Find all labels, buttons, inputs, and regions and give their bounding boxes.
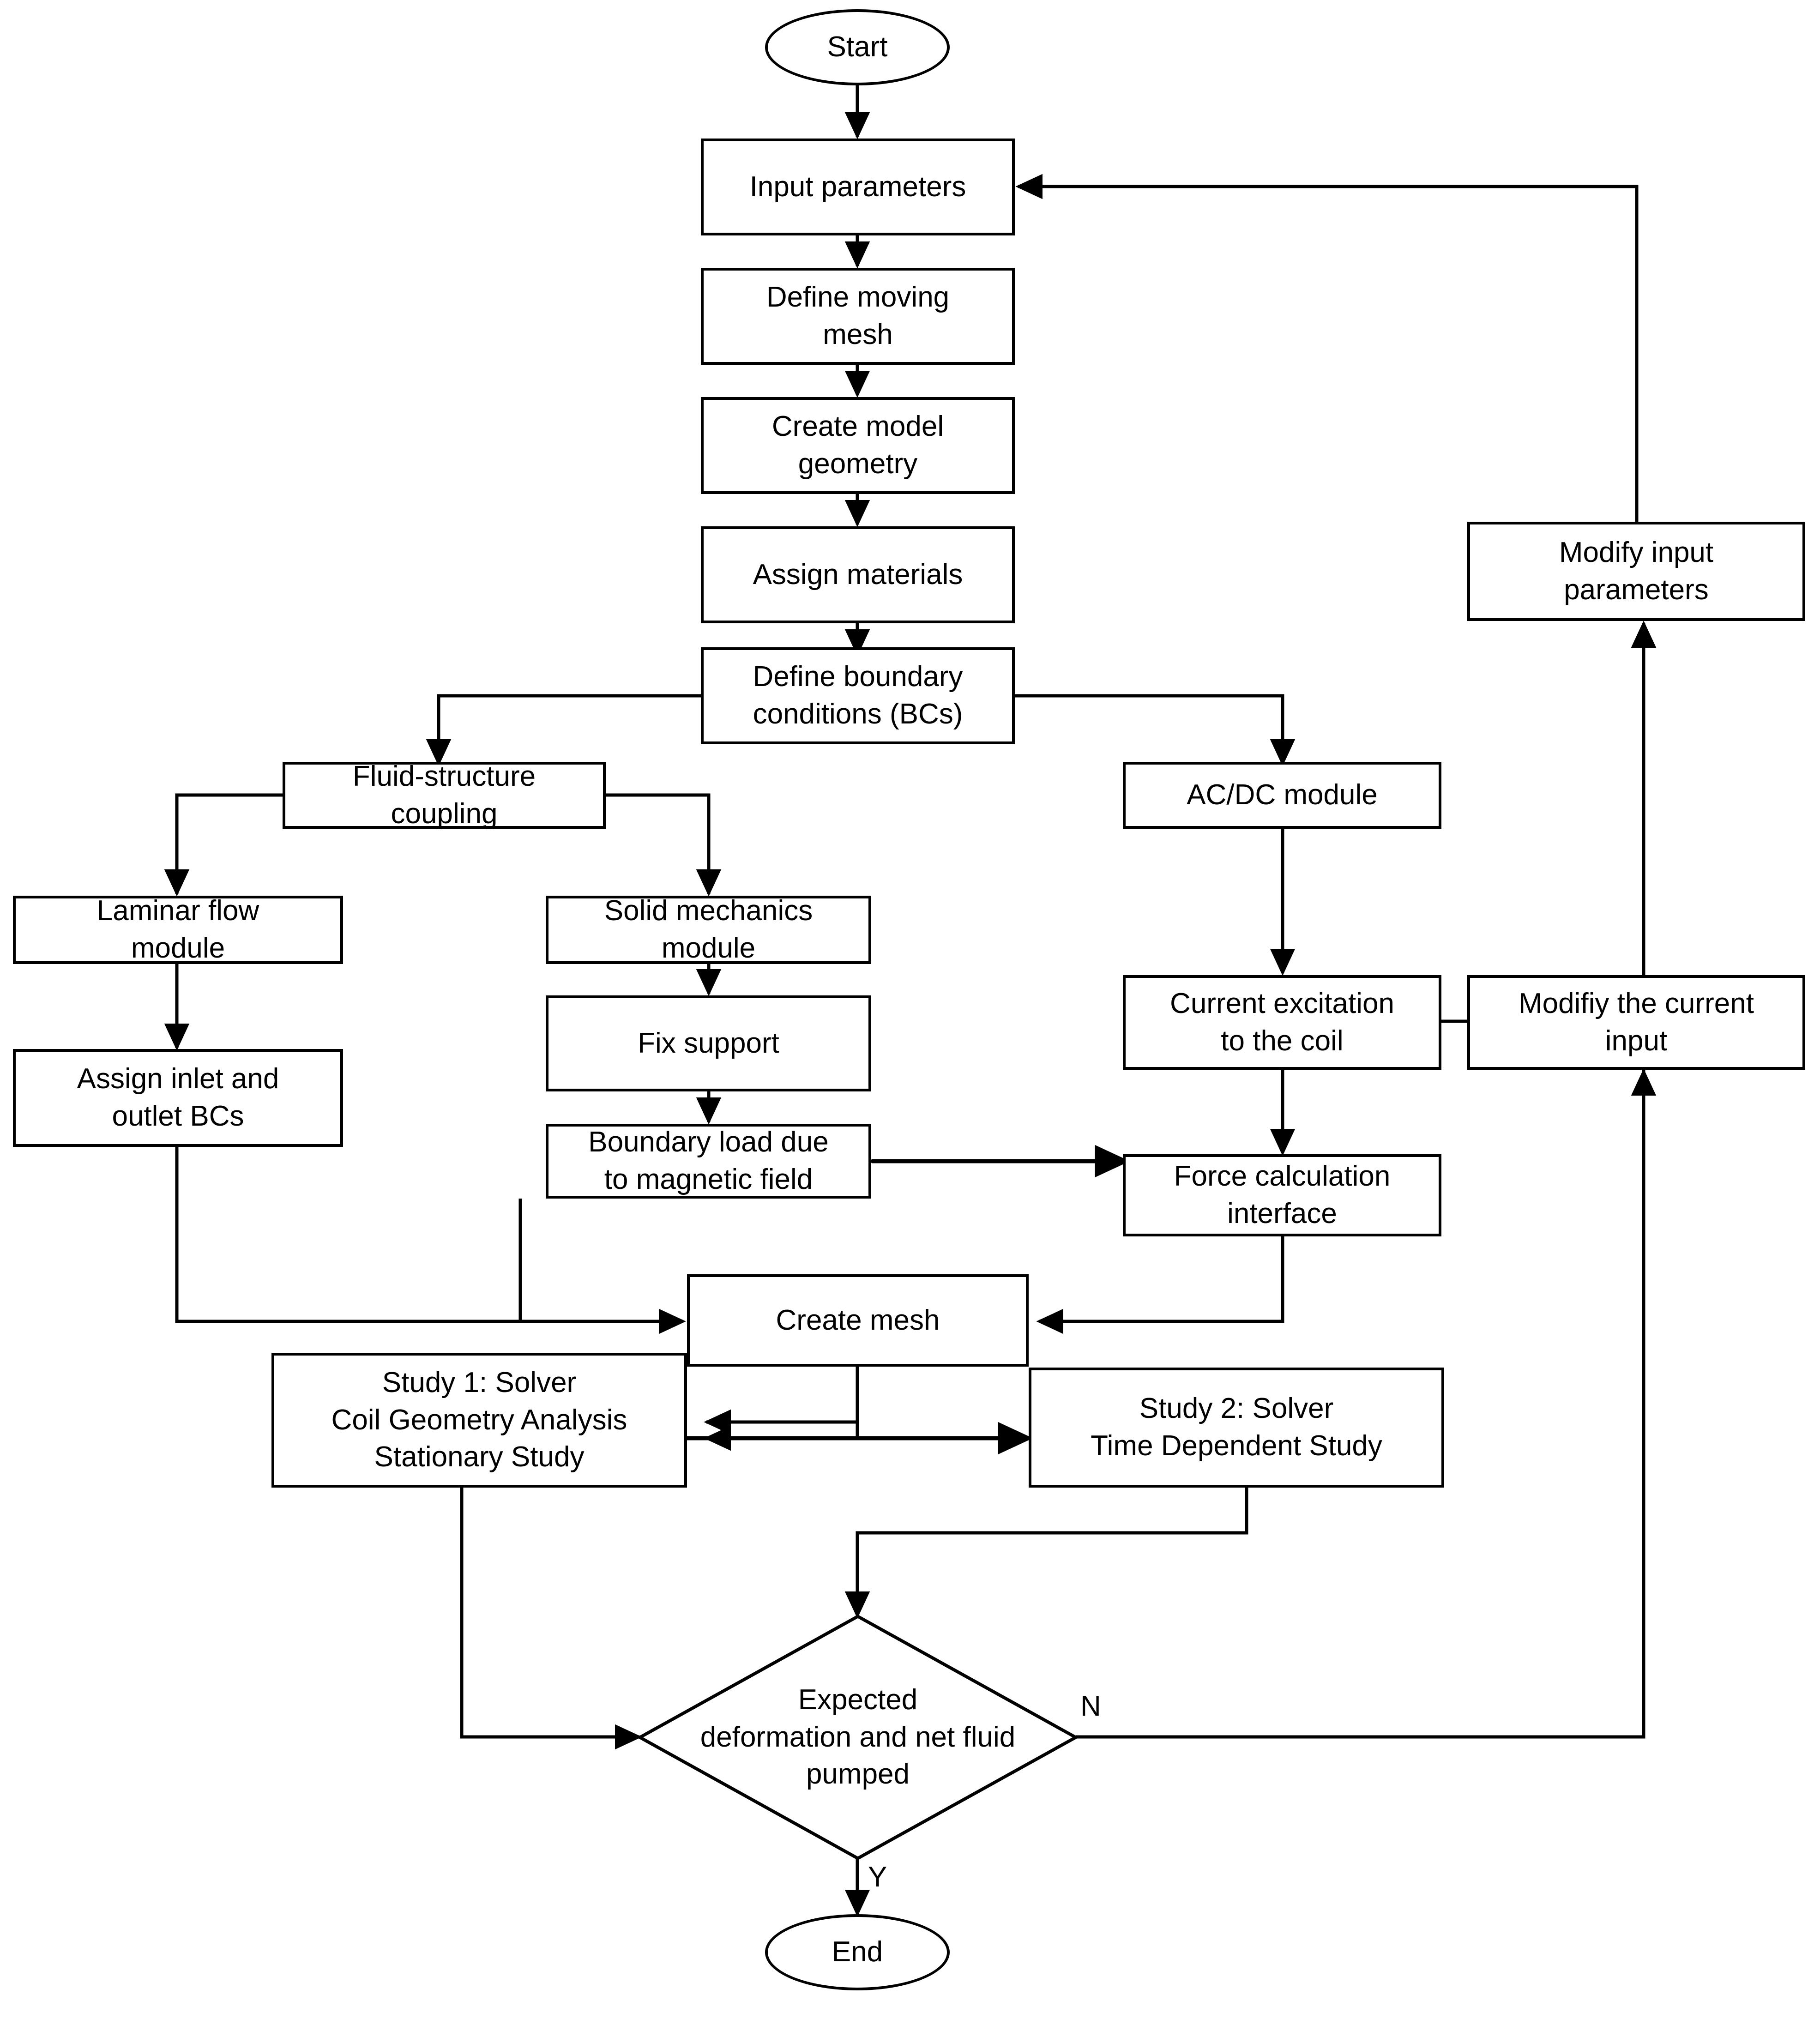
node-acdc-module-label: AC/DC module — [1187, 779, 1378, 811]
node-laminar-flow-module-label: Laminar flow module — [96, 895, 259, 964]
decision-diamond-shape — [636, 1614, 1079, 1861]
node-end[interactable]: End — [765, 1914, 950, 1990]
node-define-boundary-conditions[interactable]: Define boundary conditions (BCs) — [701, 647, 1015, 744]
node-define-moving-mesh[interactable]: Define moving mesh — [701, 268, 1015, 365]
edge-label-yes: Y — [868, 1861, 887, 1893]
node-fix-support-label: Fix support — [638, 1027, 779, 1059]
node-start[interactable]: Start — [765, 9, 950, 85]
node-acdc-module[interactable]: AC/DC module — [1123, 762, 1441, 829]
node-solid-mechanics-module-label: Solid mechanics module — [604, 895, 813, 964]
node-define-boundary-conditions-label: Define boundary conditions (BCs) — [753, 661, 963, 730]
node-fluid-structure-coupling-label: Fluid-structure coupling — [352, 760, 536, 830]
node-current-excitation[interactable]: Current excitation to the coil — [1123, 975, 1441, 1070]
node-define-moving-mesh-label: Define moving mesh — [766, 281, 950, 350]
node-start-label: Start — [827, 31, 888, 63]
node-create-model-geometry[interactable]: Create model geometry — [701, 397, 1015, 494]
node-fluid-structure-coupling[interactable]: Fluid-structure coupling — [283, 760, 606, 830]
node-assign-inlet-outlet-bcs[interactable]: Assign inlet and outlet BCs — [13, 1049, 343, 1147]
node-create-mesh[interactable]: Create mesh — [687, 1274, 1029, 1367]
node-create-mesh-label: Create mesh — [776, 1304, 940, 1336]
node-create-model-geometry-label: Create model geometry — [771, 410, 944, 480]
node-solid-mechanics-module[interactable]: Solid mechanics module — [546, 895, 871, 964]
node-decision-label: Expected deformation and net fluid pumpe… — [700, 1684, 1016, 1790]
node-assign-inlet-outlet-bcs-label: Assign inlet and outlet BCs — [77, 1063, 279, 1132]
node-study-2[interactable]: Study 2: Solver Time Dependent Study — [1029, 1368, 1444, 1488]
node-boundary-load[interactable]: Boundary load due to magnetic field — [546, 1124, 871, 1199]
node-laminar-flow-module[interactable]: Laminar flow module — [13, 895, 343, 964]
node-study-1[interactable]: Study 1: Solver Coil Geometry Analysis S… — [271, 1353, 687, 1488]
node-modify-input-parameters[interactable]: Modify input parameters — [1467, 522, 1805, 621]
node-current-excitation-label: Current excitation to the coil — [1170, 987, 1394, 1057]
node-force-calculation[interactable]: Force calculation interface — [1123, 1154, 1441, 1236]
node-input-parameters-label: Input parameters — [749, 170, 966, 203]
node-modify-input-parameters-label: Modify input parameters — [1559, 536, 1714, 606]
node-end-label: End — [832, 1936, 883, 1968]
edge-label-no: N — [1080, 1690, 1101, 1722]
node-modify-current-input-label: Modifiy the current input — [1519, 987, 1754, 1057]
node-study-2-label: Study 2: Solver Time Dependent Study — [1091, 1392, 1382, 1462]
node-force-calculation-label: Force calculation interface — [1174, 1160, 1391, 1229]
node-boundary-load-label: Boundary load due to magnetic field — [588, 1126, 829, 1195]
node-fix-support[interactable]: Fix support — [546, 995, 871, 1091]
node-decision[interactable]: Expected deformation and net fluid pumpe… — [636, 1614, 1079, 1861]
node-modify-current-input[interactable]: Modifiy the current input — [1467, 975, 1805, 1070]
node-assign-materials-label: Assign materials — [753, 558, 963, 591]
node-study-1-label: Study 1: Solver Coil Geometry Analysis S… — [331, 1367, 627, 1473]
node-assign-materials[interactable]: Assign materials — [701, 526, 1015, 623]
node-input-parameters[interactable]: Input parameters — [701, 139, 1015, 235]
